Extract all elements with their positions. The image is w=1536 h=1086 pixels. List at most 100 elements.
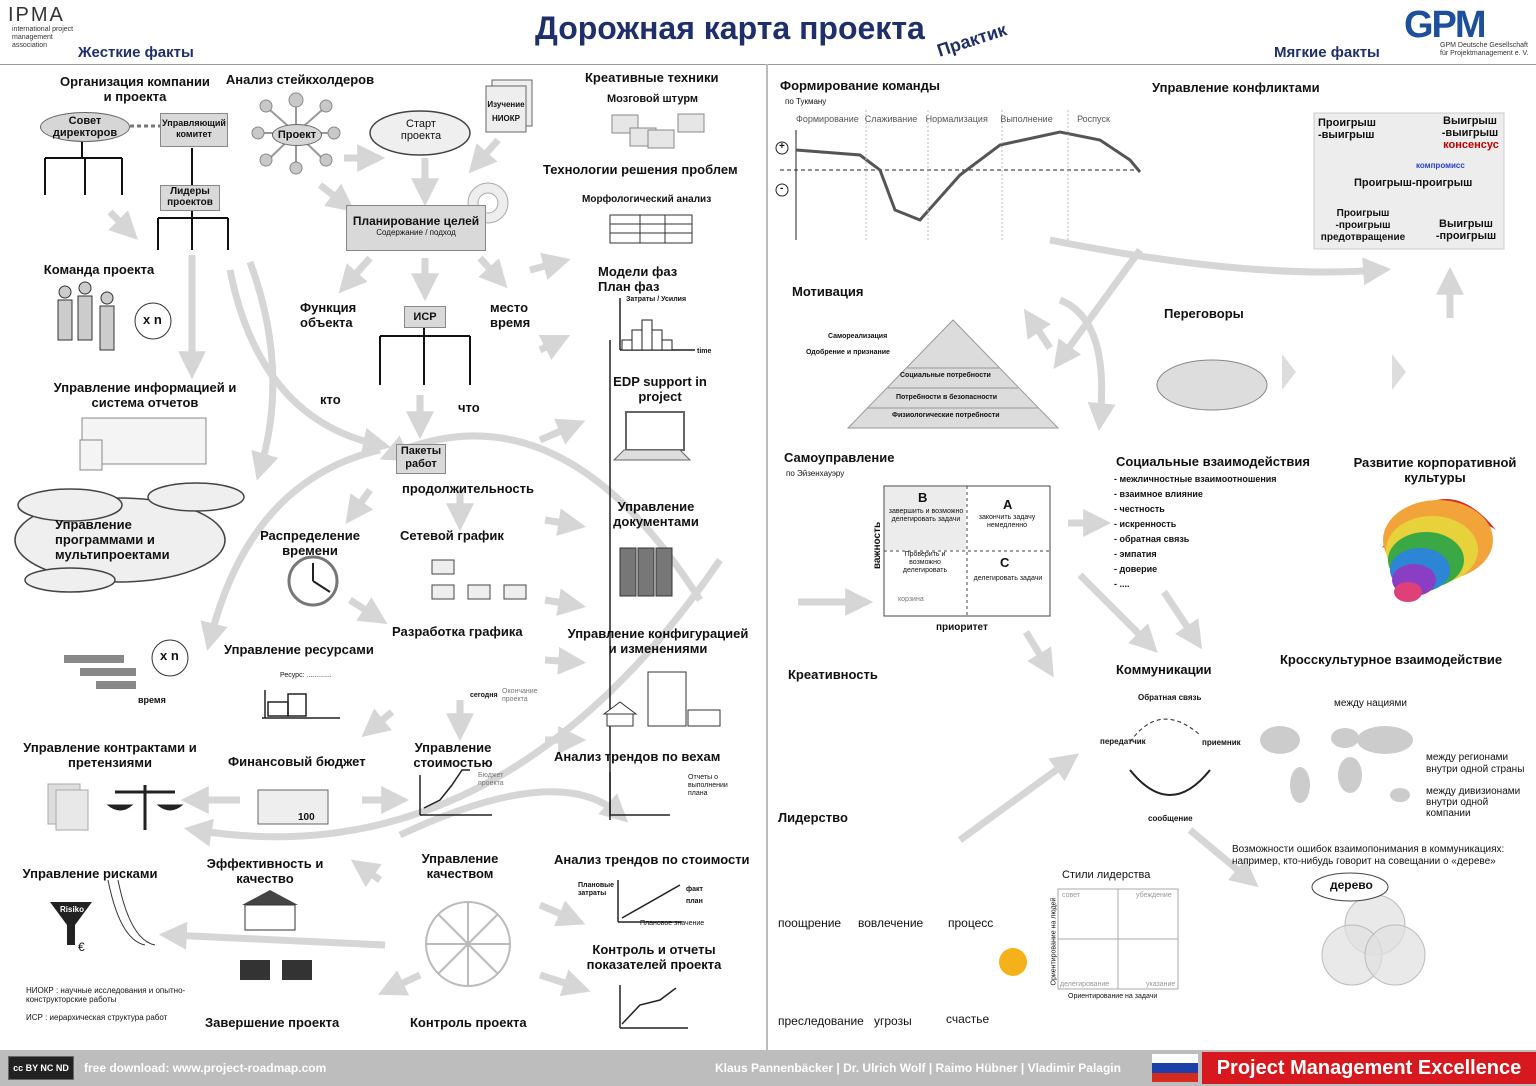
people-axis-label: Ориентирование на людей <box>1050 897 1058 986</box>
control-title: Контроль проекта <box>410 1015 527 1030</box>
footer: cc BY NC ND free download: www.project-r… <box>0 1050 1536 1086</box>
goals-label: Планирование целей <box>352 214 480 228</box>
header: IPMA international project management as… <box>0 0 1536 65</box>
misunderstanding-note: Возможности ошибок взаимопонимания в ком… <box>1232 844 1505 867</box>
compromise-label: компромисс <box>1416 161 1465 170</box>
basket-label: корзина <box>898 596 924 603</box>
between-divisions-label: между дивизионами внутри одной компании <box>1426 786 1521 819</box>
leaders-node[interactable]: Лидеры проектов <box>160 185 220 211</box>
crosscult-title: Кросскультурное взаимодействие <box>1280 652 1503 667</box>
plan-value-label: Плановое значение <box>640 920 705 927</box>
what-label: что <box>458 400 480 415</box>
cost-trend-title: Анализ трендов по стоимости <box>554 852 750 867</box>
quadrant-c: C <box>1000 555 1010 570</box>
quadrant-a: A <box>1003 497 1013 512</box>
lose-lose-label: Проигрыш-проигрыш <box>1354 177 1473 189</box>
download-link[interactable]: free download: www.project-roadmap.com <box>84 1061 327 1075</box>
tree-label: дерево <box>1330 878 1373 892</box>
lead-threats: угрозы <box>874 1014 912 1028</box>
goals-node[interactable]: Планирование целей Содержание / подход <box>346 205 486 251</box>
ipma-subtitle: international project management associa… <box>12 26 74 49</box>
duration-label: продолжительность <box>402 481 534 496</box>
motivation-title: Мотивация <box>792 284 864 299</box>
style-instruction: указание <box>1146 981 1176 988</box>
config-title: Управление конфигурацией и изменениями <box>567 626 749 656</box>
social-item: - взаимное влияние <box>1114 489 1203 499</box>
pyramid-self: Самореализация <box>828 333 888 340</box>
efficiency-title: Эффективность и качество <box>206 856 324 886</box>
russia-flag-icon <box>1152 1054 1198 1082</box>
quality-title: Управление качеством <box>421 851 499 881</box>
end-project-label: Окончание проекта <box>502 688 538 703</box>
gpm-logo[interactable]: GPM <box>1404 4 1487 46</box>
isr-node[interactable]: ИСР <box>404 306 446 328</box>
importance-axis-label: важность <box>872 521 884 570</box>
flow-arrows <box>14 79 1505 1029</box>
network-title: Сетевой график <box>400 528 504 543</box>
lead-involvement: вовлечение <box>858 916 924 930</box>
info-title: Управление информацией и система отчетов <box>53 380 237 410</box>
risk-label: Risiko <box>60 905 85 914</box>
packages-node[interactable]: Пакеты работ <box>396 444 446 474</box>
social-title: Социальные взаимодействия <box>1116 454 1310 469</box>
isr-definition: ИСР : иерархическая структура работ <box>26 1013 168 1022</box>
project-node[interactable]: Проект <box>272 124 322 146</box>
fact-label: факт <box>686 886 703 893</box>
project-label: Проект <box>277 129 317 141</box>
consensus-label: консенсус <box>1443 139 1499 151</box>
social-item: - обратная связь <box>1114 534 1190 544</box>
stage-adjourning: Роспуск <box>1077 114 1110 124</box>
closure-title: Завершение проекта <box>205 1015 340 1030</box>
style-delegation: делегирование <box>1060 981 1110 988</box>
message-label: сообщение <box>1148 814 1193 823</box>
steering-node[interactable]: Управляющий комитет <box>160 113 228 147</box>
today-label: сегодня <box>470 692 498 699</box>
lead-pursuit: преследование <box>778 1014 864 1028</box>
brainstorm-label: Мозговой штурм <box>607 93 699 105</box>
pyramid-physiological: Физиологические потребности <box>892 412 1000 419</box>
culture-title: Развитие корпоративной культуры <box>1353 455 1517 485</box>
place-time-label: место время <box>490 300 531 330</box>
lead-process: процесс <box>948 916 994 930</box>
minus-label: - <box>780 183 784 194</box>
center-divider <box>766 64 768 1050</box>
lose-lose-prevention-label: Проигрыш -проигрыш предотвращение <box>1320 208 1406 243</box>
board-node[interactable]: Совет директоров <box>40 112 130 142</box>
problem-title: Технологии решения проблем <box>543 162 738 177</box>
eisenhower-label: по Эйзенхауэру <box>786 469 845 478</box>
social-item: - искренность <box>1114 519 1177 529</box>
morph-label: Морфологический анализ <box>582 194 712 205</box>
pyramid-safety: Потребности в безопасности <box>896 394 998 401</box>
org-title: Организация компании и проекта <box>60 74 210 104</box>
budget-title: Финансовый бюджет <box>228 754 366 769</box>
who-label: кто <box>320 392 341 407</box>
hard-facts-label: Жесткие факты <box>78 44 194 61</box>
cost-small-label: Бюджет проекта <box>478 772 504 787</box>
conflict-title: Управление конфликтами <box>1152 80 1320 95</box>
quadrant-b-text: завершить и возможно делегировать задачи <box>888 508 964 523</box>
docs-title: Управление документами <box>613 499 699 529</box>
planned-label: Плановые затраты <box>578 882 615 897</box>
ipma-logo[interactable]: IPMA <box>8 4 65 26</box>
plus-label: + <box>779 141 785 152</box>
phase-time-label: time <box>697 348 712 355</box>
styles-title: Стили лидерства <box>1062 869 1151 881</box>
edp-title: EDP support in project <box>613 374 707 404</box>
milestone-small-label: Отчеты о выполнении плана <box>688 774 728 797</box>
tuckman-label: по Тукману <box>785 97 827 106</box>
cc-license-badge[interactable]: cc BY NC ND <box>8 1056 74 1080</box>
leadership-title: Лидерство <box>778 810 848 825</box>
stage-storming: Слаживание <box>864 114 918 124</box>
contracts-title: Управление контрактами и претензиями <box>23 740 197 770</box>
team-form-title: Формирование команды <box>780 78 941 93</box>
schedule-title: Разработка графика <box>392 624 523 639</box>
resource-small-label: Ресурс: ............. <box>280 672 332 679</box>
start-label: Старт проекта <box>400 118 442 142</box>
quadrant-d-text: Проверить и возможно делегировать <box>902 551 948 574</box>
phase-small-label: Затраты / Усилия <box>626 296 687 303</box>
team-title: Команда проекта <box>43 262 155 277</box>
soft-facts-label: Мягкие факты <box>1274 44 1380 61</box>
quadrant-b: B <box>918 490 928 505</box>
pyramid-respect: Одобрение и признание <box>806 349 890 356</box>
quadrant-c-text: делегировать задачи <box>973 575 1043 582</box>
